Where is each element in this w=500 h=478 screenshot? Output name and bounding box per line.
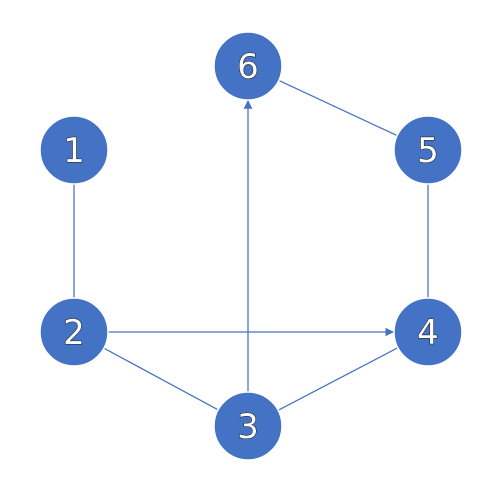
node-label-6: 6 <box>237 47 259 87</box>
node-label-3: 3 <box>237 407 259 447</box>
node-circle-5 <box>393 115 463 185</box>
node-circle-4 <box>393 297 463 367</box>
node-label-5: 5 <box>417 131 439 171</box>
node-label-2: 2 <box>63 313 85 353</box>
node-circle-6 <box>213 31 283 101</box>
node-circle-2 <box>39 297 109 367</box>
node-1: 1 <box>39 115 109 185</box>
node-circle-1 <box>39 115 109 185</box>
node-6: 6 <box>213 31 283 101</box>
edge-5-6 <box>278 79 398 137</box>
edges-layer <box>73 79 429 411</box>
node-label-4: 4 <box>417 313 439 353</box>
node-3: 3 <box>213 391 283 461</box>
node-label-1: 1 <box>63 131 85 171</box>
node-4: 4 <box>393 297 463 367</box>
node-circle-3 <box>213 391 283 461</box>
node-5: 5 <box>393 115 463 185</box>
node-2: 2 <box>39 297 109 367</box>
edge-3-4 <box>277 347 399 411</box>
edge-2-3 <box>103 347 219 411</box>
nodes-layer: 1 2 3 4 5 6 <box>39 31 463 461</box>
